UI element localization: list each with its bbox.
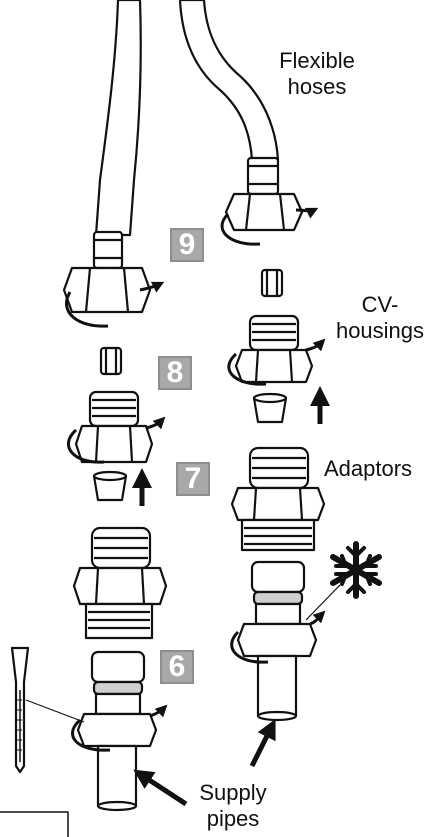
step-9-badge: 9 [170,228,204,262]
right-supply-pipe [236,560,318,722]
right-supply-arrow [249,718,276,768]
right-seal [252,392,288,424]
right-cv-rotation-arrow [227,338,326,386]
flexible-hoses-label: Flexible hoses [262,48,372,100]
left-seal [92,470,128,502]
right-pipe-rotation-arrow [230,610,326,664]
adaptors-label: Adaptors [308,456,428,482]
left-cv-housing [74,390,154,464]
left-flexible-hose [62,0,152,314]
step-8-badge: 8 [158,356,192,390]
left-cv-rotation-arrow [67,416,166,464]
left-adaptor [72,526,168,640]
frame-corner [0,811,69,837]
flexible-hoses-text: Flexible hoses [279,48,355,99]
supply-pipes-label: Supply pipes [188,780,278,832]
supply-pipes-line2: pipes [206,806,260,831]
cv-housings-line1: CV- [361,292,399,317]
adaptors-text: Adaptors [323,456,413,481]
left-pipe-rotation-arrow [71,704,168,752]
right-cv-housing [234,314,314,384]
left-hose-rotation-arrow [65,281,165,328]
left-supply-arrow [133,769,188,807]
supply-pipes-line1: Supply [199,780,267,805]
step-7-badge: 7 [176,462,210,496]
right-adaptor [230,446,326,552]
right-check-valve [260,268,284,298]
cv-housings-line2: housings [335,318,425,343]
right-hose-rotation-arrow [220,207,319,246]
right-flexible-hose [178,0,304,232]
left-supply-pipe [76,650,158,812]
snowflake-icon [330,541,382,599]
cv-housings-label: CV- housings [326,292,434,344]
step-6-badge: 6 [160,650,194,684]
thermometer-icon [10,646,85,774]
left-check-valve [99,346,123,376]
